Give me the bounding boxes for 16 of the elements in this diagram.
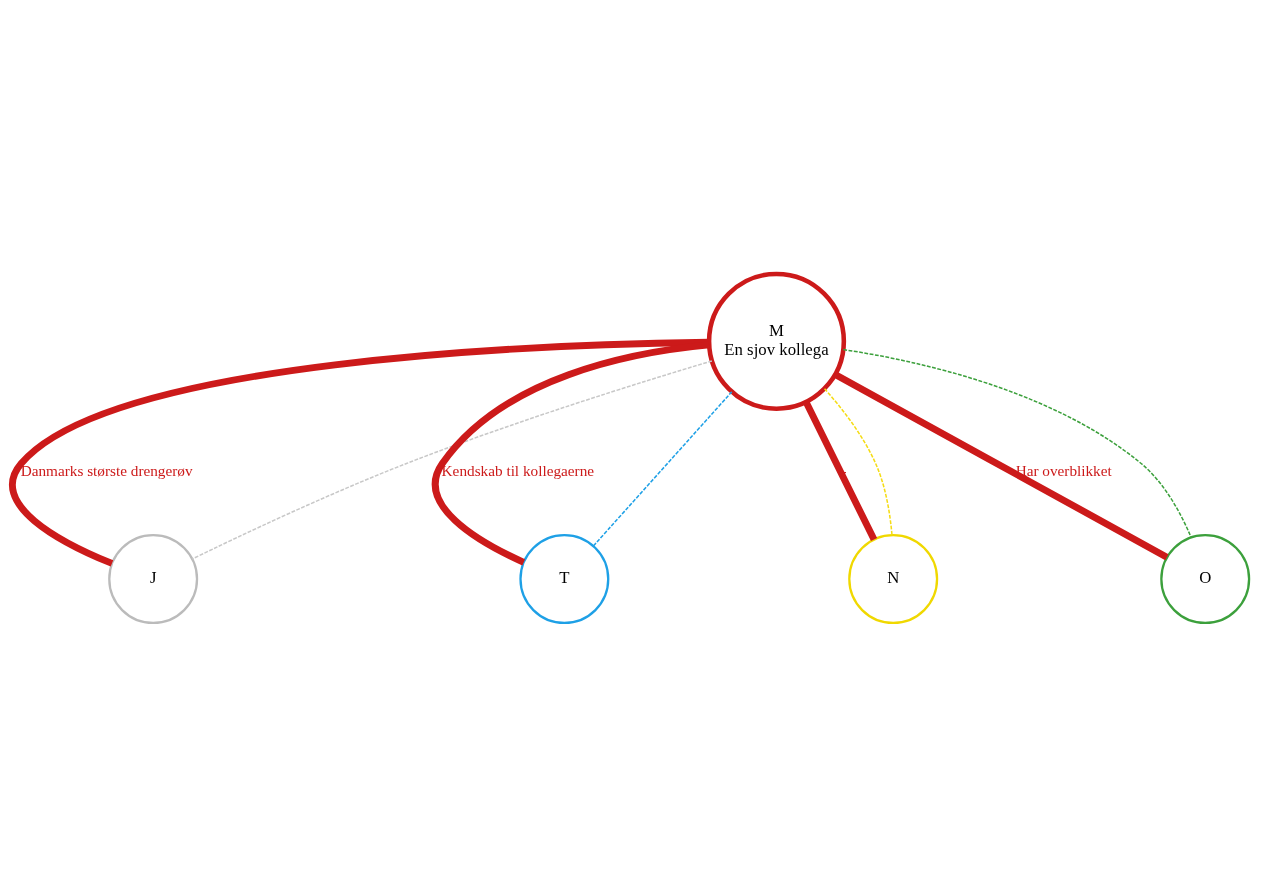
connector	[823, 387, 893, 536]
edge-label: -	[841, 461, 847, 479]
node-circle: N	[848, 533, 939, 624]
connector	[432, 340, 710, 565]
connector	[833, 370, 1169, 560]
edge-label: Kendskab til kollegaerne	[441, 461, 595, 479]
connector	[9, 338, 710, 567]
connector	[803, 399, 878, 541]
node-circle: O	[1160, 533, 1251, 624]
connector	[842, 348, 1192, 538]
node-circle: M En sjov kollega	[706, 271, 847, 411]
connector	[592, 390, 733, 547]
edge-label: Danmarks største drengerøv	[20, 461, 193, 479]
node-circle: T	[519, 533, 610, 624]
connector	[191, 359, 713, 560]
node-circle: J	[108, 533, 199, 624]
